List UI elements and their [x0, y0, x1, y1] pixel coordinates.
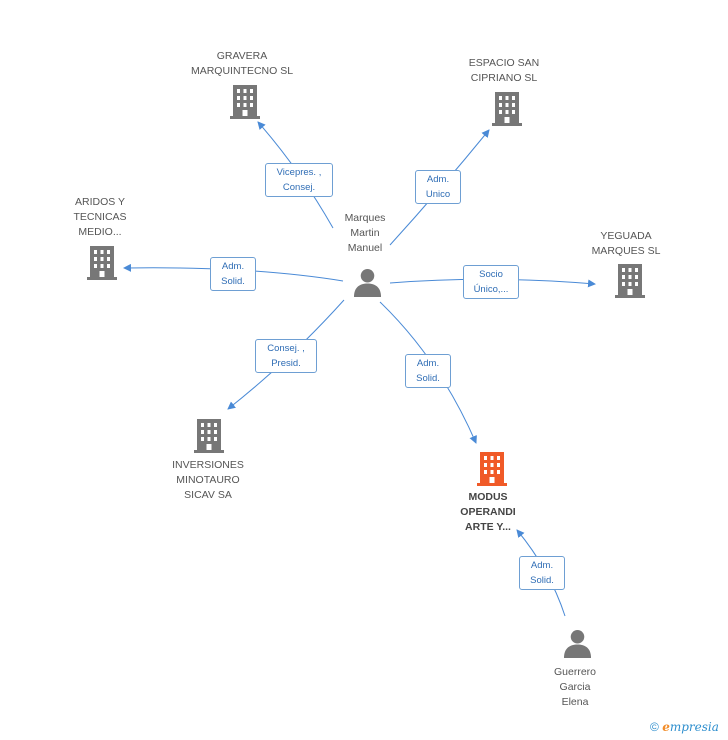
node-label-guerrero[interactable]: Guerrero Garcia Elena	[553, 666, 596, 708]
edge-label-gravera: Vicepres. , Consej.	[265, 163, 333, 197]
node-label-gravera[interactable]: GRAVERA MARQUINTECNO SL	[190, 50, 294, 77]
edge-label-yeguada: Socio Único,...	[463, 265, 519, 299]
building-icon[interactable]	[230, 85, 260, 119]
edge-label-modus: Adm. Solid.	[405, 354, 451, 388]
building-icon[interactable]	[194, 419, 224, 453]
building-icon[interactable]	[615, 264, 645, 298]
node-label-modus[interactable]: MODUS OPERANDI ARTE Y...	[460, 491, 516, 533]
brand-logo: empresia	[662, 720, 719, 734]
edge-label-aridos: Adm. Solid.	[210, 257, 256, 291]
building-icon[interactable]	[477, 452, 507, 486]
node-label-marques[interactable]: Marques Martin Manuel	[344, 212, 386, 254]
node-label-inversiones[interactable]: INVERSIONES MINOTAURO SICAV SA	[172, 459, 244, 501]
edge-label-espacio: Adm. Unico	[415, 170, 461, 204]
copyright-icon: ©	[650, 720, 659, 734]
node-label-aridos[interactable]: ARIDOS Y TECNICAS MEDIO...	[73, 196, 127, 238]
node-label-yeguada[interactable]: YEGUADA MARQUES SL	[591, 230, 661, 257]
building-icon[interactable]	[492, 92, 522, 126]
brand-watermark: © empresia	[650, 720, 719, 734]
edge-label-guerrero: Adm. Solid.	[519, 556, 565, 590]
edge-label-inversiones: Consej. , Presid.	[255, 339, 317, 373]
node-label-espacio[interactable]: ESPACIO SAN CIPRIANO SL	[468, 57, 540, 84]
building-icon[interactable]	[87, 246, 117, 280]
person-icon[interactable]	[563, 629, 592, 658]
person-icon[interactable]	[353, 268, 382, 297]
